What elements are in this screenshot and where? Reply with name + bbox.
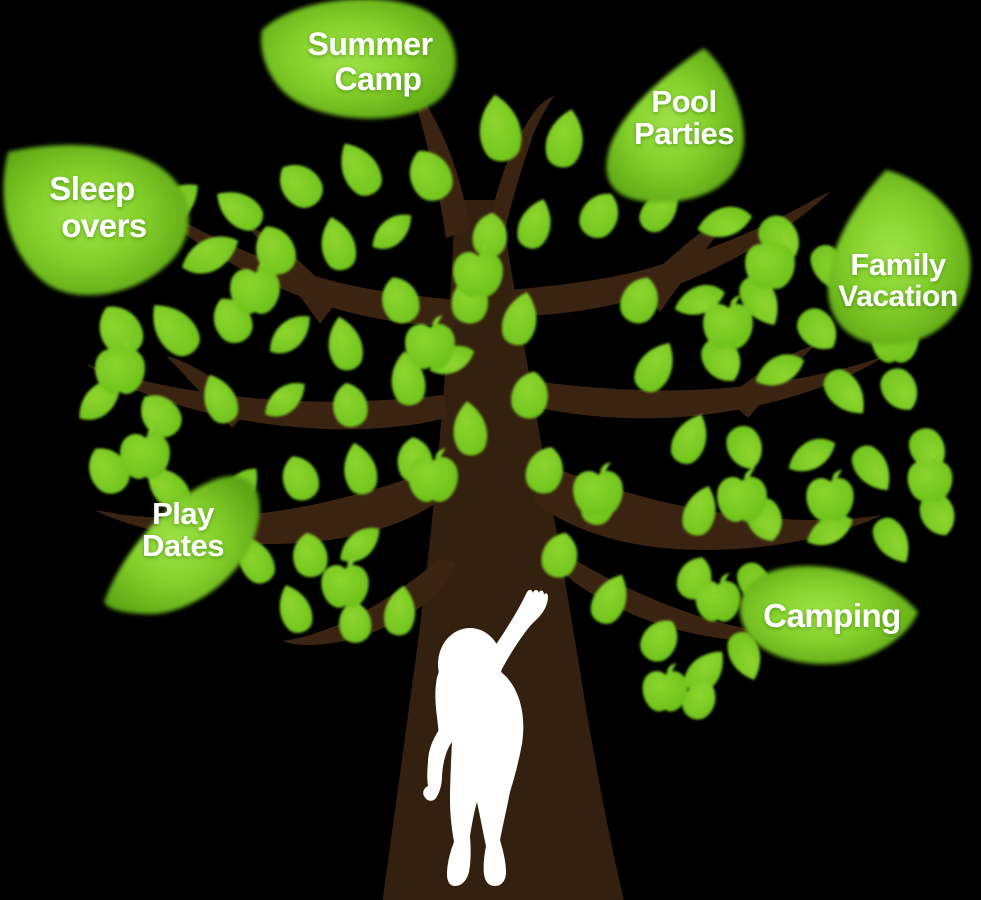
label-text-pool-parties-line1: Pool (651, 84, 716, 119)
label-text-play-dates-line2: Dates (142, 528, 224, 563)
label-text-pool-parties-line2: Parties (634, 116, 734, 151)
label-text-camping-line1: Camping (763, 597, 901, 634)
label-leaf-shape-summer-camp (261, 0, 456, 119)
label-text-family-vacation-line2: Vacation (838, 280, 957, 313)
branch-right-upper-fork (640, 214, 732, 312)
label-leaf-shape-family-vacation (827, 170, 971, 346)
label-leaf-shape-camping (739, 565, 918, 665)
label-text-sleepovers-line1: Sleep (49, 170, 135, 207)
label-text-play-dates-line1: Play (152, 496, 215, 531)
label-leaf-shape-pool-parties (606, 48, 744, 203)
label-text-summer-camp-line2: Camp (335, 61, 422, 97)
label-text-family-vacation-line1: Family (850, 247, 946, 282)
label-leaf-pool-parties[interactable]: Pool Parties (606, 48, 744, 203)
branch-right-upper (512, 192, 830, 316)
branch-left-bottom (282, 560, 456, 645)
child-silhouette (423, 589, 548, 886)
label-leaf-shape-sleepovers (3, 145, 189, 296)
branch-right-mid (522, 356, 884, 419)
branch-center-up-right (486, 96, 554, 258)
label-leaf-sleepovers[interactable]: Sleep overs (3, 145, 189, 296)
label-leaf-summer-camp[interactable]: Summer Camp (261, 0, 456, 119)
label-text-sleepovers-line2: overs (61, 207, 147, 244)
branch-left-upper (146, 202, 456, 326)
branch-right-lower (534, 462, 882, 550)
label-leaf-family-vacation[interactable]: Family Vacation (827, 170, 971, 346)
label-leaf-camping[interactable]: Camping (739, 565, 918, 665)
label-leaf-play-dates[interactable]: Play Dates (104, 476, 260, 615)
label-leaf-shape-play-dates (104, 476, 260, 615)
label-text-summer-camp-line1: Summer (307, 26, 432, 62)
